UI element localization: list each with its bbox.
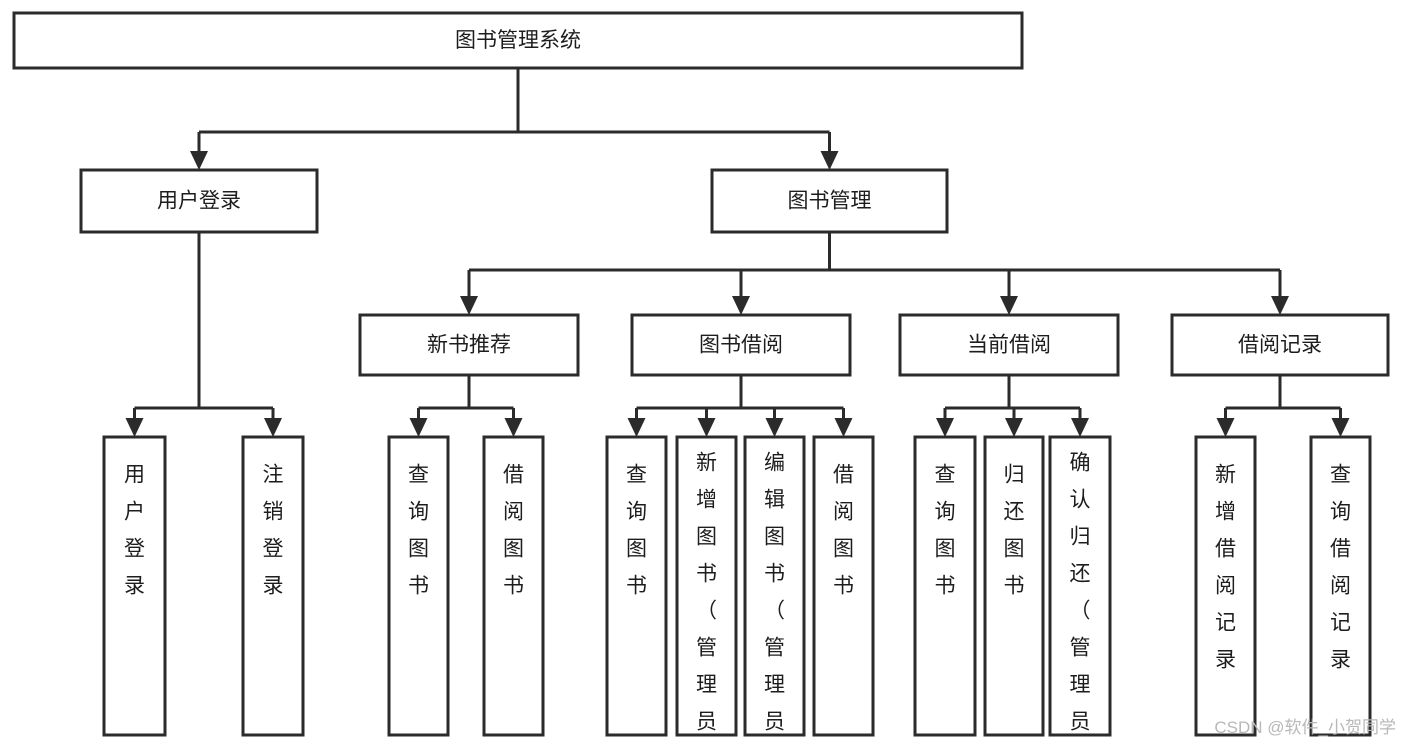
node-label-leaf-query-book-borrow: 查询图书: [626, 464, 647, 598]
node-box-leaf-query-book-current: [913, 435, 977, 737]
root-to-modules-branch-1-arrowhead: [820, 151, 839, 170]
node-box-undefined: [12, 11, 1024, 70]
node-label-book-borrow: 图书借阅: [699, 334, 783, 357]
modules-to-submodules-branch-1-arrowhead: [732, 296, 750, 315]
node-box-leaf-query-book-borrow: [605, 435, 668, 737]
node-label-user-login: 用户登录: [157, 190, 241, 213]
connectors-layer: [125, 68, 1350, 437]
node-box-leaf-logout-login: [241, 435, 305, 737]
node-label-leaf-borrow-book: 借阅图书: [833, 464, 854, 598]
book-borrow-to-functions-branch-1-arrowhead: [697, 418, 716, 437]
node-leaf-query-book-borrow[interactable]: 查询图书: [605, 435, 668, 737]
borrow-record-to-functions-branch-1-arrowhead: [1331, 418, 1350, 437]
node-label-leaf-query-book-new: 查询图书: [408, 464, 429, 598]
node-label-leaf-query-book-current: 查询图书: [935, 464, 956, 598]
node-leaf-add-book-admin[interactable]: 新增图书（管理员）: [675, 435, 738, 747]
node-leaf-borrow-book-new[interactable]: 借阅图书: [482, 435, 545, 737]
node-label-undefined: 图书管理系统: [455, 29, 581, 52]
node-book-management[interactable]: 图书管理: [710, 168, 949, 234]
node-box-current-borrow: [898, 313, 1120, 377]
node-box-book-management: [710, 168, 949, 234]
node-leaf-borrow-book[interactable]: 借阅图书: [812, 435, 875, 737]
csdn-watermark: CSDN @软件_小贺同学: [1214, 718, 1396, 737]
node-label-book-management: 图书管理: [788, 190, 872, 213]
book-borrow-to-functions-branch-2-arrowhead: [765, 418, 784, 437]
node-label-borrow-record: 借阅记录: [1238, 334, 1322, 357]
current-borrow-to-functions-branch-0-arrowhead: [936, 418, 954, 437]
node-box-leaf-borrow-book: [812, 435, 875, 737]
node-label-leaf-borrow-book-new: 借阅图书: [503, 464, 524, 598]
node-box-leaf-add-book-admin: [675, 435, 738, 737]
node-box-leaf-add-borrow-record: [1194, 435, 1257, 737]
book-borrow-to-functions-branch-3-arrowhead: [834, 418, 853, 437]
user-login-to-functions-branch-1-arrowhead: [264, 418, 282, 437]
node-box-leaf-query-book-new: [387, 435, 450, 737]
node-box-leaf-return-book: [983, 435, 1045, 737]
node-leaf-add-borrow-record[interactable]: 新增借阅记录: [1194, 435, 1257, 737]
node-box-book-borrow: [630, 313, 852, 377]
node-book-borrow[interactable]: 图书借阅: [630, 313, 852, 377]
node-leaf-return-book[interactable]: 归还图书: [983, 435, 1045, 737]
node-leaf-query-book-new[interactable]: 查询图书: [387, 435, 450, 737]
new-book-recommend-to-functions-branch-0-arrowhead: [409, 418, 428, 437]
node-box-borrow-record: [1170, 313, 1390, 377]
node-label-new-book-recommend: 新书推荐: [427, 334, 511, 357]
current-borrow-to-functions-branch-2-arrowhead: [1071, 418, 1089, 437]
node-leaf-logout-login[interactable]: 注销登录: [241, 435, 305, 737]
node-leaf-confirm-return-admin[interactable]: 确认归还（管理员）: [1048, 435, 1112, 747]
nodes-layer: 图书管理系统用户登录图书管理新书推荐图书借阅当前借阅借阅记录用户登录注销登录查询…: [12, 11, 1390, 747]
node-label-leaf-edit-book-admin: 编辑图书（管理员）: [764, 452, 785, 747]
current-borrow-to-functions-branch-1-arrowhead: [1005, 418, 1023, 437]
node-box-leaf-edit-book-admin: [743, 435, 806, 737]
node-label-leaf-confirm-return-admin: 确认归还（管理员）: [1070, 452, 1091, 747]
node-box-leaf-query-borrow-record: [1309, 435, 1372, 737]
modules-to-submodules-branch-3-arrowhead: [1271, 296, 1289, 315]
root-to-modules-branch-0-arrowhead: [190, 151, 208, 170]
node-box-user-login: [79, 168, 319, 234]
new-book-recommend-to-functions-branch-1-arrowhead: [504, 418, 523, 437]
node-label-leaf-query-borrow-record: 查询借阅记录: [1330, 464, 1351, 672]
node-box-new-book-recommend: [358, 313, 580, 377]
modules-to-submodules-branch-2-arrowhead: [1000, 296, 1018, 315]
node-label-current-borrow: 当前借阅: [967, 334, 1051, 357]
node-undefined[interactable]: 图书管理系统: [12, 11, 1024, 70]
node-box-leaf-borrow-book-new: [482, 435, 545, 737]
borrow-record-to-functions-branch-0-arrowhead: [1216, 418, 1235, 437]
node-label-leaf-add-book-admin: 新增图书（管理员）: [696, 452, 717, 747]
book-borrow-to-functions-branch-0-arrowhead: [627, 418, 646, 437]
node-leaf-query-book-current[interactable]: 查询图书: [913, 435, 977, 737]
node-label-leaf-add-borrow-record: 新增借阅记录: [1215, 464, 1236, 672]
node-leaf-edit-book-admin[interactable]: 编辑图书（管理员）: [743, 435, 806, 747]
node-box-leaf-confirm-return-admin: [1048, 435, 1112, 737]
node-label-leaf-user-login: 用户登录: [124, 464, 145, 598]
node-borrow-record[interactable]: 借阅记录: [1170, 313, 1390, 377]
node-leaf-query-borrow-record[interactable]: 查询借阅记录: [1309, 435, 1372, 737]
node-user-login[interactable]: 用户登录: [79, 168, 319, 234]
modules-to-submodules-branch-0-arrowhead: [460, 296, 478, 315]
node-label-leaf-logout-login: 注销登录: [263, 464, 284, 598]
node-current-borrow[interactable]: 当前借阅: [898, 313, 1120, 377]
node-box-leaf-user-login: [102, 435, 167, 737]
node-leaf-user-login[interactable]: 用户登录: [102, 435, 167, 737]
node-new-book-recommend[interactable]: 新书推荐: [358, 313, 580, 377]
node-label-leaf-return-book: 归还图书: [1004, 464, 1025, 598]
user-login-to-functions-branch-0-arrowhead: [125, 418, 144, 437]
